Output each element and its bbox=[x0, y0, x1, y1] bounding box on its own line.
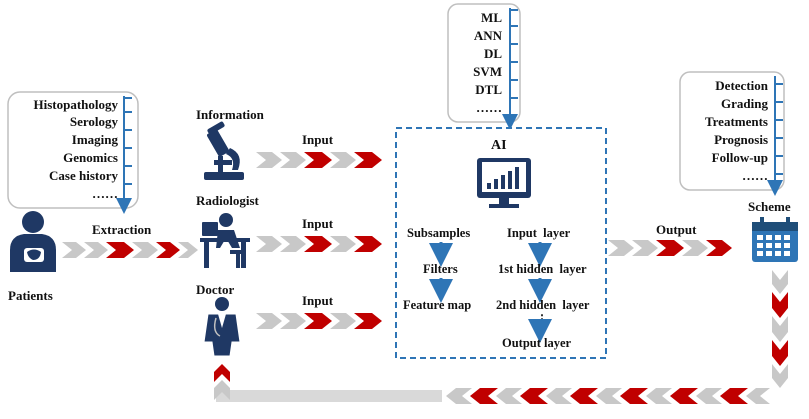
output-label: Output bbox=[656, 222, 697, 237]
calendar-icon bbox=[752, 217, 798, 262]
ai-left-item: Subsamples bbox=[407, 226, 470, 240]
input-chevron-bar-3 bbox=[256, 313, 382, 329]
scheme-label: Scheme bbox=[748, 199, 791, 214]
method-item: …… bbox=[476, 100, 502, 115]
method-item: ANN bbox=[474, 28, 503, 43]
doctor-icon bbox=[203, 297, 241, 357]
ai-right-item: Input layer bbox=[507, 226, 571, 240]
radiologist-label: Radiologist bbox=[196, 193, 260, 208]
method-item: SVM bbox=[473, 64, 502, 79]
input-label: Input bbox=[302, 216, 334, 231]
methods-card: ML ANN DL SVM DTL …… bbox=[447, 3, 521, 130]
scheme-card: Detection Grading Treatments Prognosis F… bbox=[679, 71, 785, 196]
input-label: Input bbox=[302, 132, 334, 147]
radiologist-icon bbox=[200, 213, 250, 268]
patient-icon bbox=[10, 211, 56, 272]
monitor-chart-icon bbox=[477, 158, 531, 208]
output-chevron-bar bbox=[608, 240, 732, 256]
source-item: Histopathology bbox=[33, 97, 118, 112]
scheme-item: Treatments bbox=[705, 114, 768, 129]
microscope-icon bbox=[204, 121, 244, 180]
source-item: Imaging bbox=[72, 132, 119, 147]
ai-right-item: 2nd hidden layer bbox=[496, 298, 590, 312]
feedback-chevron-up bbox=[214, 364, 230, 400]
source-item: Genomics bbox=[63, 150, 118, 165]
input-label: Input bbox=[302, 293, 334, 308]
ai-right-item: 1st hidden layer bbox=[498, 262, 587, 276]
ai-title: AI bbox=[491, 138, 507, 153]
scheme-item: Prognosis bbox=[714, 132, 768, 147]
scheme-item: Grading bbox=[721, 96, 768, 111]
ai-right-ellipsis: ⋮ bbox=[536, 312, 548, 326]
ai-box: AI Subsamples Filters Feature map Input … bbox=[395, 127, 607, 359]
feedback-chevron-down bbox=[772, 270, 788, 388]
doctor-label: Doctor bbox=[196, 282, 234, 297]
input-chevron-bar-2 bbox=[256, 236, 382, 252]
ai-left-item: Filters bbox=[423, 262, 458, 276]
source-item: …… bbox=[92, 186, 118, 201]
information-label: Information bbox=[196, 107, 265, 122]
ai-right-item: Output layer bbox=[502, 336, 572, 350]
source-item: Serology bbox=[70, 114, 119, 129]
scheme-item: Detection bbox=[715, 78, 768, 93]
extraction-chevron-bar bbox=[62, 242, 198, 258]
patients-label: Patients bbox=[8, 288, 53, 303]
source-item: Case history bbox=[49, 168, 118, 183]
data-sources-card: Histopathology Serology Imaging Genomics… bbox=[7, 91, 139, 214]
method-item: DL bbox=[484, 46, 502, 61]
scheme-item: …… bbox=[742, 168, 768, 183]
input-chevron-bar-1 bbox=[256, 152, 382, 168]
scheme-item: Follow-up bbox=[712, 150, 768, 165]
feedback-chevron-left bbox=[216, 388, 770, 404]
method-item: ML bbox=[481, 10, 502, 25]
method-item: DTL bbox=[475, 82, 502, 97]
ai-left-item: Feature map bbox=[403, 298, 471, 312]
extraction-label: Extraction bbox=[92, 222, 152, 237]
